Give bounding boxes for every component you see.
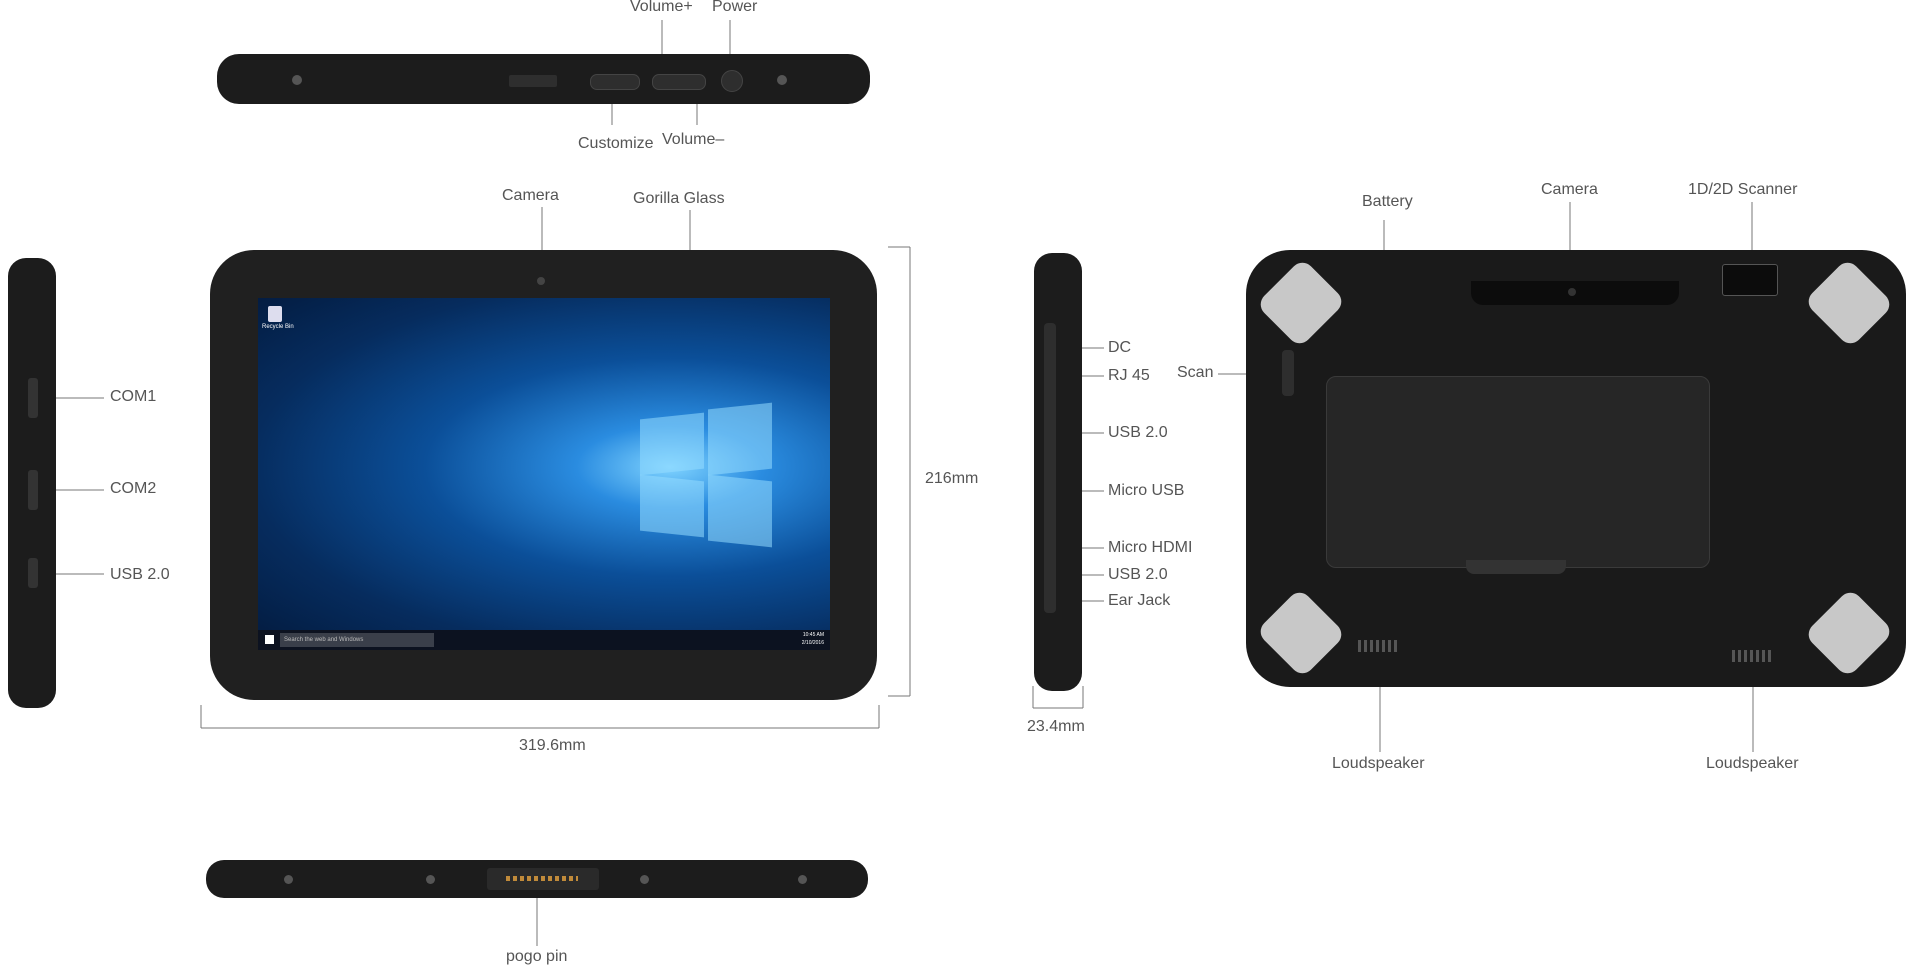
taskbar-search: Search the web and Windows xyxy=(280,633,434,647)
battery-cover xyxy=(1326,376,1710,568)
label-rj45: RJ 45 xyxy=(1108,367,1150,384)
bumper-corner-br xyxy=(1803,587,1895,679)
label-customize: Customize xyxy=(578,135,654,152)
clock-date: 2/10/2016 xyxy=(801,640,824,646)
label-pogo-pin: pogo pin xyxy=(506,948,568,965)
screw-icon xyxy=(798,875,807,884)
label-dc: DC xyxy=(1108,339,1132,356)
front-camera-icon xyxy=(537,277,545,285)
label-height-dim: 216mm xyxy=(925,470,979,487)
label-ear-jack: Ear Jack xyxy=(1108,592,1171,609)
screw-icon xyxy=(292,75,302,85)
speaker-grille-left xyxy=(1358,640,1400,652)
bumper-corner-tr xyxy=(1803,257,1895,349)
label-loudspeaker-right: Loudspeaker xyxy=(1706,755,1799,772)
label-usb-right-1: USB 2.0 xyxy=(1108,424,1168,441)
label-usb-left: USB 2.0 xyxy=(110,566,170,583)
label-scanner: 1D/2D Scanner xyxy=(1688,181,1798,198)
recycle-bin-icon xyxy=(268,306,282,322)
power-button xyxy=(721,70,743,92)
label-volume-plus: Volume+ xyxy=(630,0,693,15)
label-camera-back: Camera xyxy=(1541,181,1598,198)
screw-icon xyxy=(640,875,649,884)
volume-rocker xyxy=(652,74,706,90)
battery-latch xyxy=(1466,560,1566,574)
usb-port xyxy=(28,558,38,588)
tablet-back xyxy=(1246,250,1906,687)
recycle-bin-label: Recycle Bin xyxy=(262,324,294,330)
start-icon xyxy=(265,635,274,644)
label-camera-front: Camera xyxy=(502,187,559,204)
back-camera-icon xyxy=(1568,288,1576,296)
top-edge-view xyxy=(217,54,870,104)
windows-logo xyxy=(640,412,704,476)
label-power: Power xyxy=(712,0,758,15)
customize-button xyxy=(590,74,640,90)
label-scan: Scan xyxy=(1177,364,1214,381)
bottom-edge-view xyxy=(206,860,868,898)
right-ports-strip xyxy=(1044,323,1056,613)
top-port xyxy=(509,75,557,87)
label-depth-dim: 23.4mm xyxy=(1027,718,1085,735)
right-side-view xyxy=(1034,253,1082,691)
scanner-window xyxy=(1722,264,1778,296)
label-loudspeaker-left: Loudspeaker xyxy=(1332,755,1425,772)
label-gorilla-glass: Gorilla Glass xyxy=(633,190,725,207)
scan-button xyxy=(1282,350,1294,396)
screw-icon xyxy=(426,875,435,884)
label-com1: COM1 xyxy=(110,388,157,405)
screw-icon xyxy=(777,75,787,85)
label-usb-right-2: USB 2.0 xyxy=(1108,566,1168,583)
com1-port xyxy=(28,378,38,418)
clock-time: 10:45 AM xyxy=(802,632,824,638)
speaker-grille-right xyxy=(1732,650,1774,662)
label-micro-usb: Micro USB xyxy=(1108,482,1185,499)
left-side-view xyxy=(8,258,56,708)
label-micro-hdmi: Micro HDMI xyxy=(1108,539,1193,556)
tablet-front: Recycle Bin Search the web and Windows 1… xyxy=(210,250,877,700)
screen: Recycle Bin Search the web and Windows 1… xyxy=(258,298,830,650)
label-width-dim: 319.6mm xyxy=(519,737,586,754)
pogo-pins xyxy=(506,876,578,881)
screw-icon xyxy=(284,875,293,884)
com2-port xyxy=(28,470,38,510)
label-volume-minus: Volume– xyxy=(662,131,725,148)
label-com2: COM2 xyxy=(110,480,157,497)
bumper-corner-tl xyxy=(1255,257,1347,349)
bumper-corner-bl xyxy=(1255,587,1347,679)
taskbar: Search the web and Windows 10:45 AM 2/10… xyxy=(258,630,830,650)
label-battery: Battery xyxy=(1362,193,1413,210)
